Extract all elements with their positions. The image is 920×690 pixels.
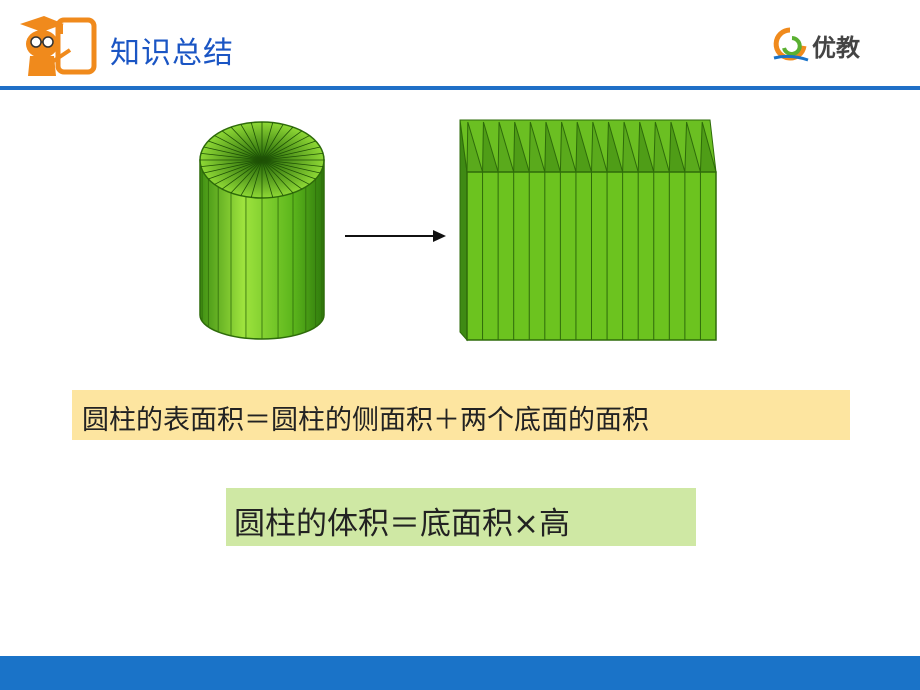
rectangular-prism-shape [459, 119, 717, 342]
page-title: 知识总结 [110, 36, 234, 71]
teacher-mascot-icon [20, 16, 97, 76]
slide-footer [0, 656, 920, 690]
header-divider [0, 86, 920, 90]
surface-area-formula: 圆柱的表面积＝圆柱的侧面积＋两个底面的面积 [72, 390, 850, 440]
cylinder-to-prism-diagram [199, 119, 717, 342]
volume-formula: 圆柱的体积＝底面积×高 [226, 488, 696, 546]
volume-formula-text: 圆柱的体积＝底面积×高 [234, 506, 570, 542]
surface-area-formula-text: 圆柱的表面积＝圆柱的侧面积＋两个底面的面积 [82, 405, 649, 436]
right-arrow-icon [345, 230, 446, 242]
youjiao-logo-icon [773, 27, 809, 62]
slide-header: 知识总结 优教 [0, 0, 920, 90]
logo-text: 优教 [812, 34, 860, 62]
cylinder-shape [199, 121, 325, 340]
